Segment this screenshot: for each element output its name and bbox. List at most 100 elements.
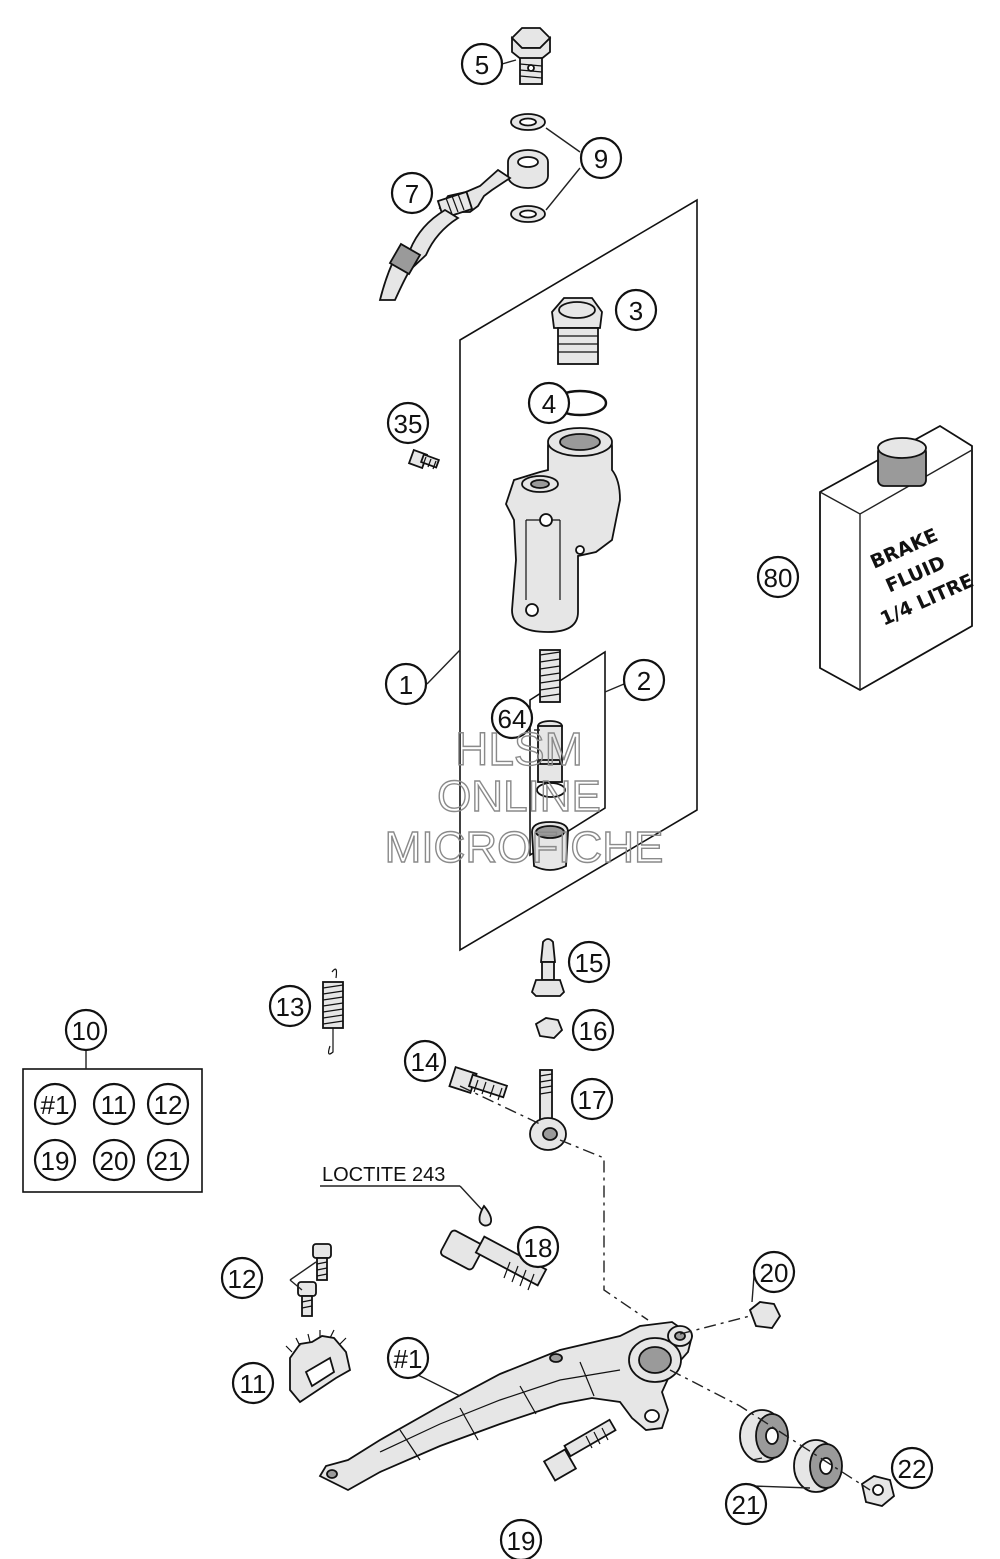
callout-c11-circle xyxy=(231,1361,275,1405)
screw-35 xyxy=(407,448,441,470)
kit-item-2-label: 12 xyxy=(154,1090,183,1120)
master-cylinder-body xyxy=(505,427,621,633)
callout-c10: 10 xyxy=(64,1008,108,1052)
callout-c20: 20 xyxy=(752,1250,796,1294)
callout-c64-label: 64 xyxy=(498,704,527,734)
callout-c16-label: 16 xyxy=(579,1016,608,1046)
watermark: HLSM ONLINE MICROFICHE xyxy=(384,722,664,872)
callout-c3-label: 3 xyxy=(629,296,643,326)
kit-item-2: 12 xyxy=(146,1082,190,1126)
callout-c5-label: 5 xyxy=(475,50,489,80)
kit-item-3-circle xyxy=(33,1138,77,1182)
callout-c12-label: 12 xyxy=(228,1264,257,1294)
callout-c13-circle xyxy=(268,984,312,1028)
pivot-bolt xyxy=(440,1229,548,1291)
callout-c10-label: 10 xyxy=(72,1016,101,1046)
kit-contents-layer: #1 11 12 19 20 21 xyxy=(33,1082,190,1182)
loctite-drop-icon xyxy=(478,1204,493,1227)
piston xyxy=(536,720,566,798)
kit-item-4-label: 20 xyxy=(100,1146,129,1176)
callout-c4-label: 4 xyxy=(542,389,556,419)
callout-c64: 64 xyxy=(490,696,534,740)
kit-item-2-circle xyxy=(146,1082,190,1126)
callout-c10-circle xyxy=(64,1008,108,1052)
kit-item-0-label: #1 xyxy=(41,1090,70,1120)
brake-pedal xyxy=(318,1321,694,1492)
pedal-bearings xyxy=(739,1409,843,1493)
callout-c7-circle xyxy=(390,171,434,215)
callout-c21-circle xyxy=(724,1482,768,1526)
return-spring xyxy=(322,968,344,1055)
callout-c22-label: 22 xyxy=(898,1454,927,1484)
callout-c12-circle xyxy=(220,1256,264,1300)
callout-c9: 9 xyxy=(579,136,623,180)
kit-item-1-label: 11 xyxy=(101,1090,128,1120)
footpeg-screws xyxy=(297,1243,332,1317)
callout-c19: 19 xyxy=(499,1518,543,1559)
callout-c19-label: 19 xyxy=(507,1526,536,1556)
callout-c13-label: 13 xyxy=(276,992,305,1022)
callout-c5: 5 xyxy=(460,42,504,86)
callout-c80-circle xyxy=(756,555,800,599)
callout-c11-label: 11 xyxy=(240,1369,267,1399)
kit-item-5-label: 21 xyxy=(154,1146,183,1176)
callout-c2-circle xyxy=(622,658,666,702)
callout-c15-circle xyxy=(567,940,611,984)
callout-c14-label: 14 xyxy=(411,1047,440,1077)
leader-lines xyxy=(289,59,811,1489)
callout-c16: 16 xyxy=(571,1008,615,1052)
callout-c12: 12 xyxy=(220,1256,264,1300)
dust-boot xyxy=(531,821,569,871)
callout-c3-circle xyxy=(614,288,658,332)
callout-c9-circle xyxy=(579,136,623,180)
callout-c64-circle xyxy=(490,696,534,740)
callout-c18-circle xyxy=(516,1225,560,1269)
callout-c4: 4 xyxy=(527,381,571,425)
callout-c1: 1 xyxy=(384,662,428,706)
watermark-line-2: ONLINE xyxy=(437,772,601,821)
callout-c14-circle xyxy=(403,1039,447,1083)
reservoir-cap xyxy=(551,297,603,365)
callout-c35-label: 35 xyxy=(394,409,423,439)
kit-item-0: #1 xyxy=(33,1082,77,1126)
callout-c5-circle xyxy=(460,42,504,86)
kit-item-5: 21 xyxy=(146,1138,190,1182)
alignment-lines xyxy=(459,1085,871,1491)
callout-c80: 80 xyxy=(756,555,800,599)
watermark-line-1: HLSM xyxy=(455,723,583,775)
callout-c17: 17 xyxy=(570,1077,614,1121)
watermark-line-3: MICROFICHE xyxy=(385,823,664,872)
callout-c18: 18 xyxy=(516,1225,560,1269)
callout-c35: 35 xyxy=(386,401,430,445)
callout-c1hash-circle xyxy=(386,1336,430,1380)
rod-end xyxy=(529,1069,567,1151)
callout-c2: 2 xyxy=(622,658,666,702)
callout-c4-circle xyxy=(527,381,571,425)
callout-c1-circle xyxy=(384,662,428,706)
callout-c11: 11 xyxy=(231,1361,275,1405)
push-rod xyxy=(530,938,566,997)
pedal-nut xyxy=(748,1301,782,1329)
axle-nut xyxy=(860,1475,896,1507)
brake-fluid-bottle: BRAKE FLUID 1/4 LITRE xyxy=(819,424,977,692)
callout-c19-circle xyxy=(499,1518,543,1559)
banjo-bolt xyxy=(510,27,552,85)
callout-c22: 22 xyxy=(890,1446,934,1490)
callout-c2-label: 2 xyxy=(637,666,651,696)
callout-c9-label: 9 xyxy=(594,144,608,174)
kit-item-3: 19 xyxy=(33,1138,77,1182)
callout-c16-circle xyxy=(571,1008,615,1052)
callout-c7-label: 7 xyxy=(405,179,419,209)
assembly-panel xyxy=(459,198,698,952)
callout-c35-circle xyxy=(386,401,430,445)
callout-c21: 21 xyxy=(724,1482,768,1526)
bolt-14 xyxy=(448,1065,509,1101)
loctite-label: LOCTITE 243 xyxy=(322,1164,445,1186)
brake-pedal-step xyxy=(285,1329,352,1404)
piston-spring xyxy=(539,649,561,703)
callout-c3: 3 xyxy=(614,288,658,332)
callout-c1hash: #1 xyxy=(386,1336,430,1380)
callout-c22-circle xyxy=(890,1446,934,1490)
